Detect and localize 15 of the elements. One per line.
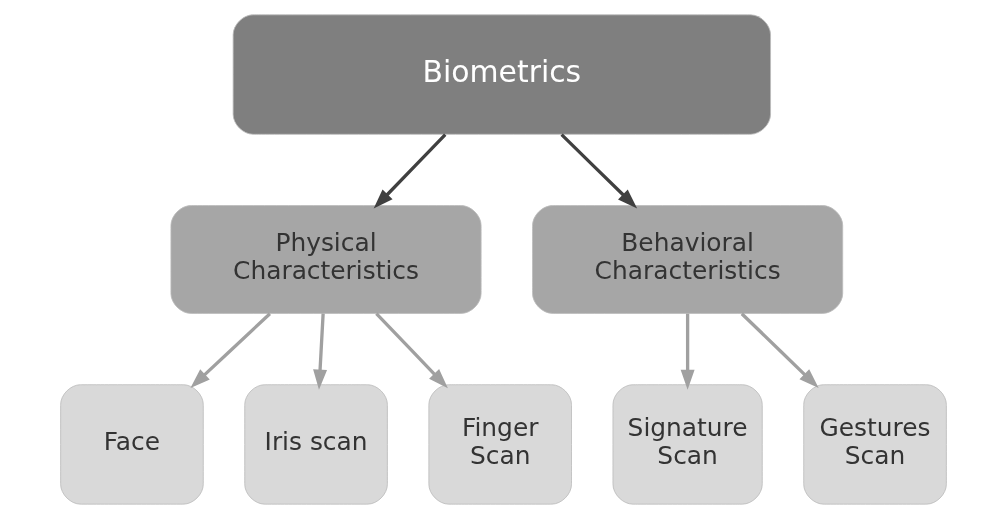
arrow [680,313,695,390]
arrow [560,133,638,209]
node-box: Gestures Scan [803,384,947,505]
arrow [313,313,328,390]
arrow [740,312,819,389]
node-box: Finger Scan [428,384,572,505]
arrow [375,312,448,389]
node-box: Physical Characteristics [170,205,482,314]
node-box: Iris scan [244,384,388,505]
node-box: Biometrics [232,14,771,135]
node-box: Face [60,384,204,505]
node-box: Behavioral Characteristics [532,205,844,314]
arrow [373,133,447,209]
arrow [190,312,272,389]
node-box: Signature Scan [612,384,763,505]
